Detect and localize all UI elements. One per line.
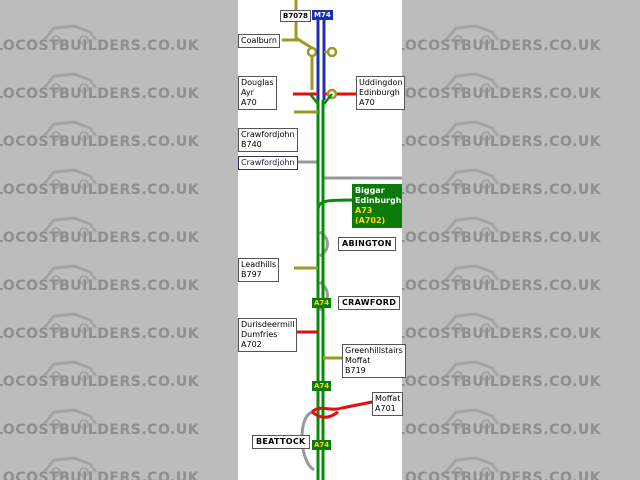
route-map: B7078 M74 A74 A74 A74 Coalburn Douglas A… xyxy=(238,0,406,480)
sign-biggar-edinburgh: Biggar Edinburgh A73 (A702) xyxy=(352,184,402,228)
watermark-text: LOCOSTBUILDERS.CO.UK xyxy=(402,230,602,246)
label-durisdeermill: Durisdeermill Dumfries A702 xyxy=(238,318,298,352)
watermark-car-icon xyxy=(40,212,100,238)
watermark-text: LOCOSTBUILDERS.CO.UK xyxy=(402,86,602,102)
watermark-car-icon xyxy=(40,308,100,334)
watermark-car-icon xyxy=(40,164,100,190)
sign-line-edinburgh: Edinburgh xyxy=(355,196,402,205)
watermark-text: LOCOSTBUILDERS.CO.UK xyxy=(0,422,200,438)
watermark-text: LOCOSTBUILDERS.CO.UK xyxy=(0,470,200,480)
watermark-car-icon xyxy=(40,116,100,142)
watermark-car-icon xyxy=(442,164,502,190)
watermark-text: LOCOSTBUILDERS.CO.UK xyxy=(402,38,602,54)
watermark-car-icon xyxy=(442,260,502,286)
watermark-car-icon xyxy=(442,212,502,238)
watermark-text: LOCOSTBUILDERS.CO.UK xyxy=(402,470,602,480)
a74-shield-2: A74 xyxy=(312,381,332,391)
watermark-car-icon xyxy=(442,68,502,94)
label-douglas-ayr: Douglas Ayr A70 xyxy=(238,76,277,110)
place-abington: ABINGTON xyxy=(338,237,396,251)
watermark-car-icon xyxy=(442,404,502,430)
b7078-shield: B7078 xyxy=(280,10,311,22)
watermark-text: LOCOSTBUILDERS.CO.UK xyxy=(0,134,200,150)
watermark-text: LOCOSTBUILDERS.CO.UK xyxy=(402,422,602,438)
watermark-text: LOCOSTBUILDERS.CO.UK xyxy=(0,278,200,294)
sign-line-a73: A73 (A702) xyxy=(355,206,386,225)
watermark-panel-right: LOCOSTBUILDERS.CO.UK LOCOSTBUILDERS.CO.UK… xyxy=(402,0,640,480)
label-leadhills: Leadhills B797 xyxy=(238,258,280,282)
label-uddingdon-edinburgh: Uddingdon Edinburgh A70 xyxy=(356,76,406,110)
watermark-text: LOCOSTBUILDERS.CO.UK xyxy=(0,182,200,198)
watermark-car-icon xyxy=(40,68,100,94)
road-network xyxy=(238,0,402,480)
watermark-car-icon xyxy=(40,452,100,478)
a701-road xyxy=(310,400,373,414)
a74-shield-3: A74 xyxy=(312,440,332,450)
watermark-text: LOCOSTBUILDERS.CO.UK xyxy=(0,374,200,390)
watermark-car-icon xyxy=(442,116,502,142)
watermark-car-icon xyxy=(442,20,502,46)
watermark-text: LOCOSTBUILDERS.CO.UK xyxy=(402,326,602,342)
place-crawford: CRAWFORD xyxy=(338,296,401,310)
watermark-car-icon xyxy=(40,356,100,382)
watermark-car-icon xyxy=(442,452,502,478)
sign-line-biggar: Biggar xyxy=(355,186,385,195)
watermark-text: LOCOSTBUILDERS.CO.UK xyxy=(0,230,200,246)
watermark-panel-left: LOCOSTBUILDERS.CO.UK LOCOSTBUILDERS.CO.UK… xyxy=(0,0,238,480)
junction-m74-north xyxy=(326,46,338,58)
watermark-text: LOCOSTBUILDERS.CO.UK xyxy=(402,182,602,198)
watermark-car-icon xyxy=(442,356,502,382)
label-coalburn: Coalburn xyxy=(238,34,280,48)
watermark-car-icon xyxy=(40,20,100,46)
place-beattock: BEATTOCK xyxy=(252,435,310,449)
label-greenhillstairs: Greenhillstairs Moffat B719 xyxy=(342,344,406,378)
watermark-text: LOCOSTBUILDERS.CO.UK xyxy=(402,278,602,294)
watermark-text: LOCOSTBUILDERS.CO.UK xyxy=(402,134,602,150)
watermark-car-icon xyxy=(442,308,502,334)
junction-coalburn xyxy=(306,46,318,58)
label-crawfordjohn-b740: Crawfordjohn B740 xyxy=(238,128,298,152)
watermark-text: LOCOSTBUILDERS.CO.UK xyxy=(0,38,200,54)
watermark-text: LOCOSTBUILDERS.CO.UK xyxy=(0,326,200,342)
watermark-text: LOCOSTBUILDERS.CO.UK xyxy=(402,374,602,390)
a74-shield-1: A74 xyxy=(312,298,332,308)
label-moffat: Moffat A701 xyxy=(372,392,404,416)
watermark-car-icon xyxy=(40,404,100,430)
watermark-car-icon xyxy=(40,260,100,286)
watermark-text: LOCOSTBUILDERS.CO.UK xyxy=(0,86,200,102)
label-crawfordjohn: Crawfordjohn xyxy=(238,156,298,170)
a73-road xyxy=(316,198,355,211)
m74-shield: M74 xyxy=(312,10,333,20)
